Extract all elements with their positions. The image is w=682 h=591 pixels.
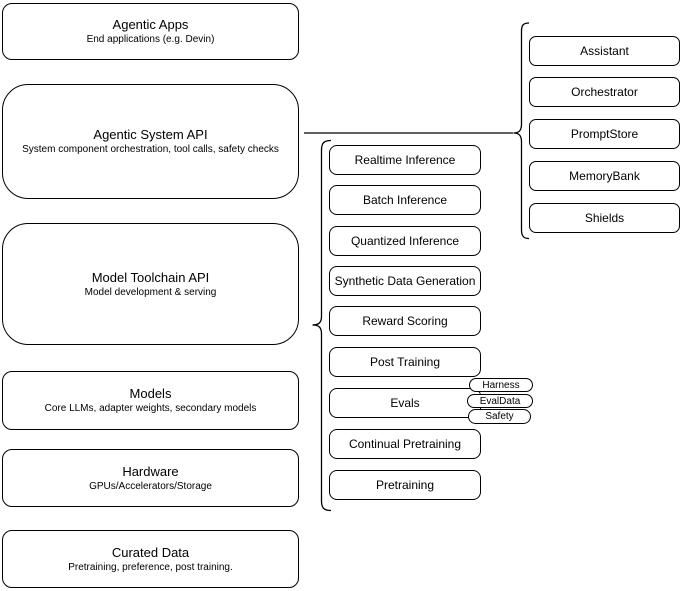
layer-title: Models [129,386,172,401]
layer-title: Model Toolchain API [91,269,210,285]
pill-label: Harness [482,379,520,391]
layer-subtitle: End applications (e.g. Devin) [86,34,215,45]
toolchain-box-batch-inference: Batch Inference [329,185,481,215]
toolchain-label: Quantized Inference [350,234,460,248]
toolchain-label: Evals [390,396,420,410]
toolchain-label: Realtime Inference [354,153,456,167]
layer-box-agentic-apps: Agentic Apps End applications (e.g. Devi… [2,3,299,60]
brace-system-components [513,22,530,240]
toolchain-label: Continual Pretraining [348,437,462,451]
pill-evaldata: EvalData [467,394,533,408]
layer-box-models: Models Core LLMs, adapter weights, secon… [2,371,299,430]
pill-label: Safety [485,411,514,422]
component-box-assistant: Assistant [529,36,680,66]
toolchain-label: Pretraining [375,478,435,492]
toolchain-box-synthetic-data-generation: Synthetic Data Generation [329,266,481,296]
layer-box-model-toolchain-api: Model Toolchain API Model development & … [2,223,299,345]
pill-safety: Safety [468,409,531,424]
pill-label: EvalData [479,395,521,407]
toolchain-box-realtime-inference: Realtime Inference [329,145,481,175]
layer-subtitle: GPUs/Accelerators/Storage [89,480,212,492]
component-label: PromptStore [570,127,639,141]
component-label: Orchestrator [571,85,638,99]
component-label: Shields [584,211,625,225]
layer-box-agentic-system-api: Agentic System API System component orch… [2,84,299,199]
component-label: MemoryBank [569,169,640,183]
layer-subtitle: Pretraining, preference, post training. [68,561,233,573]
layer-box-hardware: Hardware GPUs/Accelerators/Storage [2,449,299,507]
toolchain-box-evals: Evals [329,388,481,418]
layer-title: Curated Data [111,544,190,560]
layer-box-curated-data: Curated Data Pretraining, preference, po… [2,530,299,588]
component-label: Assistant [580,44,629,58]
layer-subtitle: System component orchestration, tool cal… [22,144,279,155]
layer-title: Agentic Apps [112,17,189,32]
toolchain-label: Post Training [369,355,441,369]
toolchain-box-pretraining: Pretraining [329,470,481,500]
component-box-memorybank: MemoryBank [529,161,680,191]
layer-subtitle: Model development & serving [84,286,217,298]
pill-harness: Harness [469,378,533,392]
layer-title: Hardware [122,463,179,479]
component-box-orchestrator: Orchestrator [529,77,680,107]
component-box-promptstore: PromptStore [529,119,680,149]
toolchain-box-continual-pretraining: Continual Pretraining [329,429,481,459]
component-box-shields: Shields [529,203,680,233]
toolchain-box-reward-scoring: Reward Scoring [329,306,481,336]
toolchain-label: Batch Inference [362,193,448,207]
toolchain-label: Synthetic Data Generation [334,274,476,288]
toolchain-label: Reward Scoring [362,314,448,328]
layer-subtitle: Core LLMs, adapter weights, secondary mo… [44,403,257,414]
toolchain-box-quantized-inference: Quantized Inference [329,226,481,256]
toolchain-box-post-training: Post Training [329,347,481,377]
layer-title: Agentic System API [93,127,208,142]
